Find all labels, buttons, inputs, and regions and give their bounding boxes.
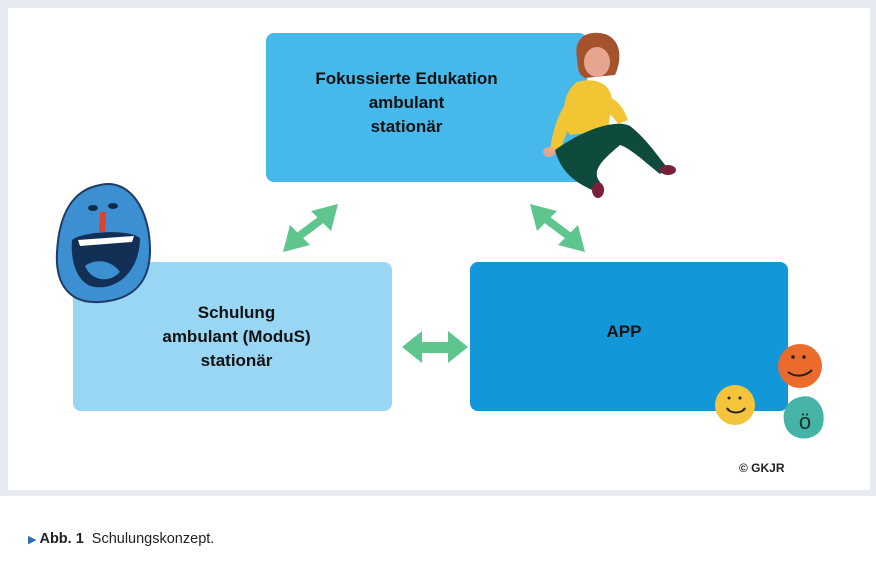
box-left-line-3: stationär: [200, 350, 273, 370]
yellow-mascot-icon: [715, 385, 755, 425]
caption-text: Schulungskonzept.: [91, 531, 215, 547]
box-top-line-2: ambulant: [368, 92, 445, 112]
figure-caption: ▶Abb. 1 Schulungskonzept.: [28, 531, 214, 547]
orange-mascot-icon: [778, 344, 822, 388]
arrow-top-left-icon: [283, 204, 338, 252]
box-schulung: Schulung ambulant (ModuS) stationär: [73, 262, 392, 411]
teal-mascot-icon: [783, 396, 824, 439]
box-top-line-1: Fokussierte Edukation: [315, 68, 498, 88]
box-right-line-1: APP: [606, 321, 642, 341]
sitting-girl-icon: [543, 32, 676, 198]
blue-mascot-icon: [55, 183, 152, 304]
arrow-horizontal-icon: [402, 331, 468, 363]
box-left-line-1: Schulung: [197, 302, 276, 322]
box-left-line-2: ambulant (ModuS): [162, 326, 311, 346]
caption-label: Abb. 1: [39, 531, 84, 547]
caption-marker-icon: ▶: [28, 534, 37, 546]
box-fokussierte-edukation: Fokussierte Edukation ambulant stationär: [266, 33, 587, 182]
arrow-top-right-icon: [530, 204, 585, 252]
teal-mascot-letter: ö: [799, 409, 811, 434]
copyright-label: © GKJR: [739, 461, 785, 475]
box-top-line-3: stationär: [370, 116, 443, 136]
